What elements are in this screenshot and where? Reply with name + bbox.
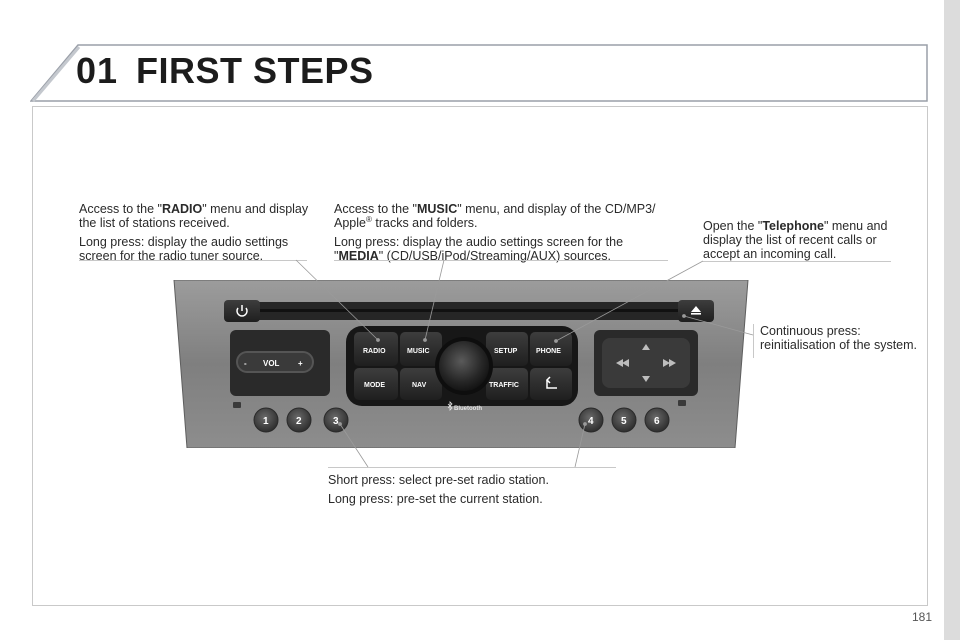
callout-radio-rule — [79, 260, 307, 261]
mode-button-label: MODE — [364, 382, 385, 389]
phone-button-label: PHONE — [536, 348, 561, 355]
power-button[interactable] — [224, 300, 260, 322]
music-button[interactable]: MUSIC — [400, 332, 442, 366]
preset-label-5: 5 — [621, 416, 627, 427]
eject-button[interactable] — [678, 300, 714, 322]
mode-button[interactable]: MODE — [354, 368, 398, 400]
preset-label-6: 6 — [654, 416, 660, 427]
callout-presets: Short press: select pre-set radio statio… — [328, 473, 549, 506]
preset-label-2: 2 — [296, 416, 302, 427]
preset-button-4[interactable]: 4 — [578, 407, 604, 433]
callout-radio: Access to the "RADIO" menu and display t… — [79, 202, 309, 263]
preset-button-5[interactable]: 5 — [611, 407, 637, 433]
callout-presets-rule — [328, 467, 616, 468]
traffic-button-label: TRAFFIC — [489, 382, 519, 389]
content-frame — [32, 106, 928, 606]
bluetooth-label: Bluetooth — [454, 406, 482, 412]
reset-pinhole[interactable] — [682, 314, 686, 318]
preset-button-6[interactable]: 6 — [644, 407, 670, 433]
volume-minus[interactable]: - — [244, 359, 247, 368]
phone-button[interactable]: PHONE — [530, 332, 572, 366]
side-strip — [944, 0, 960, 640]
callout-reset: Continuous press: reinitialisation of th… — [760, 324, 918, 352]
radio-button-label: RADIO — [363, 348, 386, 355]
navigation-arrows-pad[interactable] — [602, 338, 690, 388]
power-icon — [236, 305, 248, 317]
traffic-button[interactable]: TRAFFIC — [486, 368, 528, 400]
setup-button-label: SETUP — [494, 348, 518, 355]
page-number: 181 — [912, 610, 933, 624]
back-button[interactable] — [530, 368, 572, 400]
volume-label: VOL — [263, 359, 280, 368]
radio-button[interactable]: RADIO — [354, 332, 398, 366]
preset-label-4: 4 — [588, 416, 594, 427]
music-button-label: MUSIC — [407, 348, 430, 355]
callout-reset-rule — [753, 324, 754, 358]
nav-button-label: NAV — [412, 382, 427, 389]
preset-button-1[interactable]: 1 — [253, 407, 279, 433]
preset-label-3: 3 — [333, 416, 339, 427]
callout-music: Access to the "MUSIC" menu, and display … — [334, 202, 656, 263]
callout-telephone-rule — [703, 261, 891, 262]
bluetooth-icon — [447, 401, 453, 411]
volume-plus[interactable]: + — [298, 359, 303, 368]
nav-button[interactable]: NAV — [400, 368, 442, 400]
preset-label-1: 1 — [263, 416, 269, 427]
preset-button-3[interactable]: 3 — [323, 407, 349, 433]
navigation-arrows-icon — [616, 344, 676, 382]
callout-music-rule — [334, 260, 668, 261]
chapter-title: FIRST STEPS — [136, 50, 374, 91]
radio-unit: - VOL + RADIO MUSIC SETUP PHONE MODE N — [173, 280, 749, 448]
volume-rocker[interactable]: - VOL + — [236, 351, 314, 373]
setup-button[interactable]: SETUP — [486, 332, 528, 366]
back-icon — [545, 376, 557, 389]
preset-button-2[interactable]: 2 — [286, 407, 312, 433]
callout-telephone: Open the "Telephone" menu and display th… — [703, 219, 888, 261]
chapter-number: 01 — [76, 50, 119, 91]
rotary-knob[interactable] — [435, 337, 493, 395]
chapter-header-frame — [30, 44, 928, 102]
